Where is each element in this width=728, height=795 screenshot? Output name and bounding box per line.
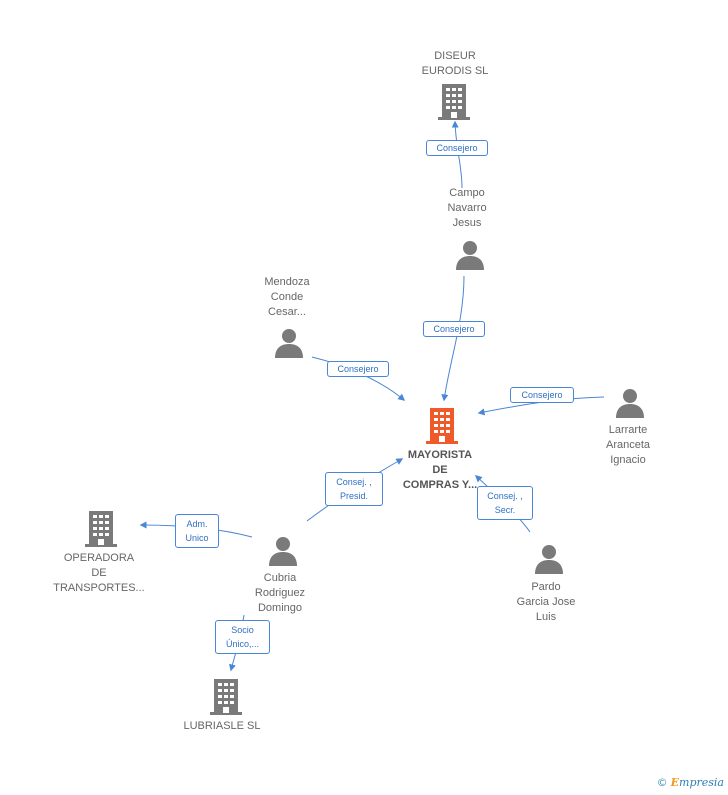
building-icon [85, 511, 117, 547]
node-diseur-eurodis[interactable]: DISEUR EURODIS SL [421, 50, 489, 77]
edge-label-larrarte-mayorista: Consejero [510, 387, 574, 403]
edge-label-cubria-operadora: Adm. Unico [175, 514, 219, 548]
person-icon [456, 241, 484, 270]
edge-campo-mayorista [441, 275, 465, 402]
brand-initial: E [670, 776, 680, 789]
empresia-brand[interactable]: ©Empresia [657, 776, 724, 789]
node-lubriasle-sl[interactable]: LUBRIASLE SL [183, 720, 261, 732]
node-mayorista-de-compras[interactable]: MAYORISTA DE COMPRAS Y... [402, 449, 478, 491]
node-mendoza-conde-cesar[interactable]: Mendoza Conde Cesar... [264, 276, 310, 318]
edge-campo-diseur [451, 120, 463, 189]
edge-label-campo-diseur: Consejero [426, 140, 488, 156]
edge-label-pardo-mayorista: Consej. , Secr. [477, 486, 533, 520]
node-cubria-rodriguez-domingo[interactable]: Cubria Rodriguez Domingo [254, 572, 306, 614]
edge-label-cubria-lubriasle: Socio Único,... [215, 620, 270, 654]
building-icon [438, 84, 470, 120]
node-larrarte-aranceta-ignacio[interactable]: Larrarte Aranceta Ignacio [605, 424, 651, 466]
person-icon [269, 537, 297, 566]
node-pardo-garcia-jose-luis[interactable]: Pardo Garcia Jose Luis [516, 581, 576, 623]
node-operadora-de-transportes[interactable]: OPERADORA DE TRANSPORTES... [53, 552, 145, 594]
edge-label-campo-mayorista: Consejero [423, 321, 485, 337]
brand-name: mpresia [679, 776, 724, 789]
person-icon [275, 329, 303, 358]
building-icon [210, 679, 242, 715]
copyright-icon: © [656, 776, 668, 789]
node-campo-navarro-jesus[interactable]: Campo Navarro Jesus [447, 187, 487, 229]
edge-label-cubria-mayorista: Consej. , Presid. [325, 472, 383, 506]
person-icon [535, 545, 563, 574]
edge-label-mendoza-mayorista: Consejero [327, 361, 389, 377]
building-icon-main [426, 408, 458, 444]
person-icon [616, 389, 644, 418]
